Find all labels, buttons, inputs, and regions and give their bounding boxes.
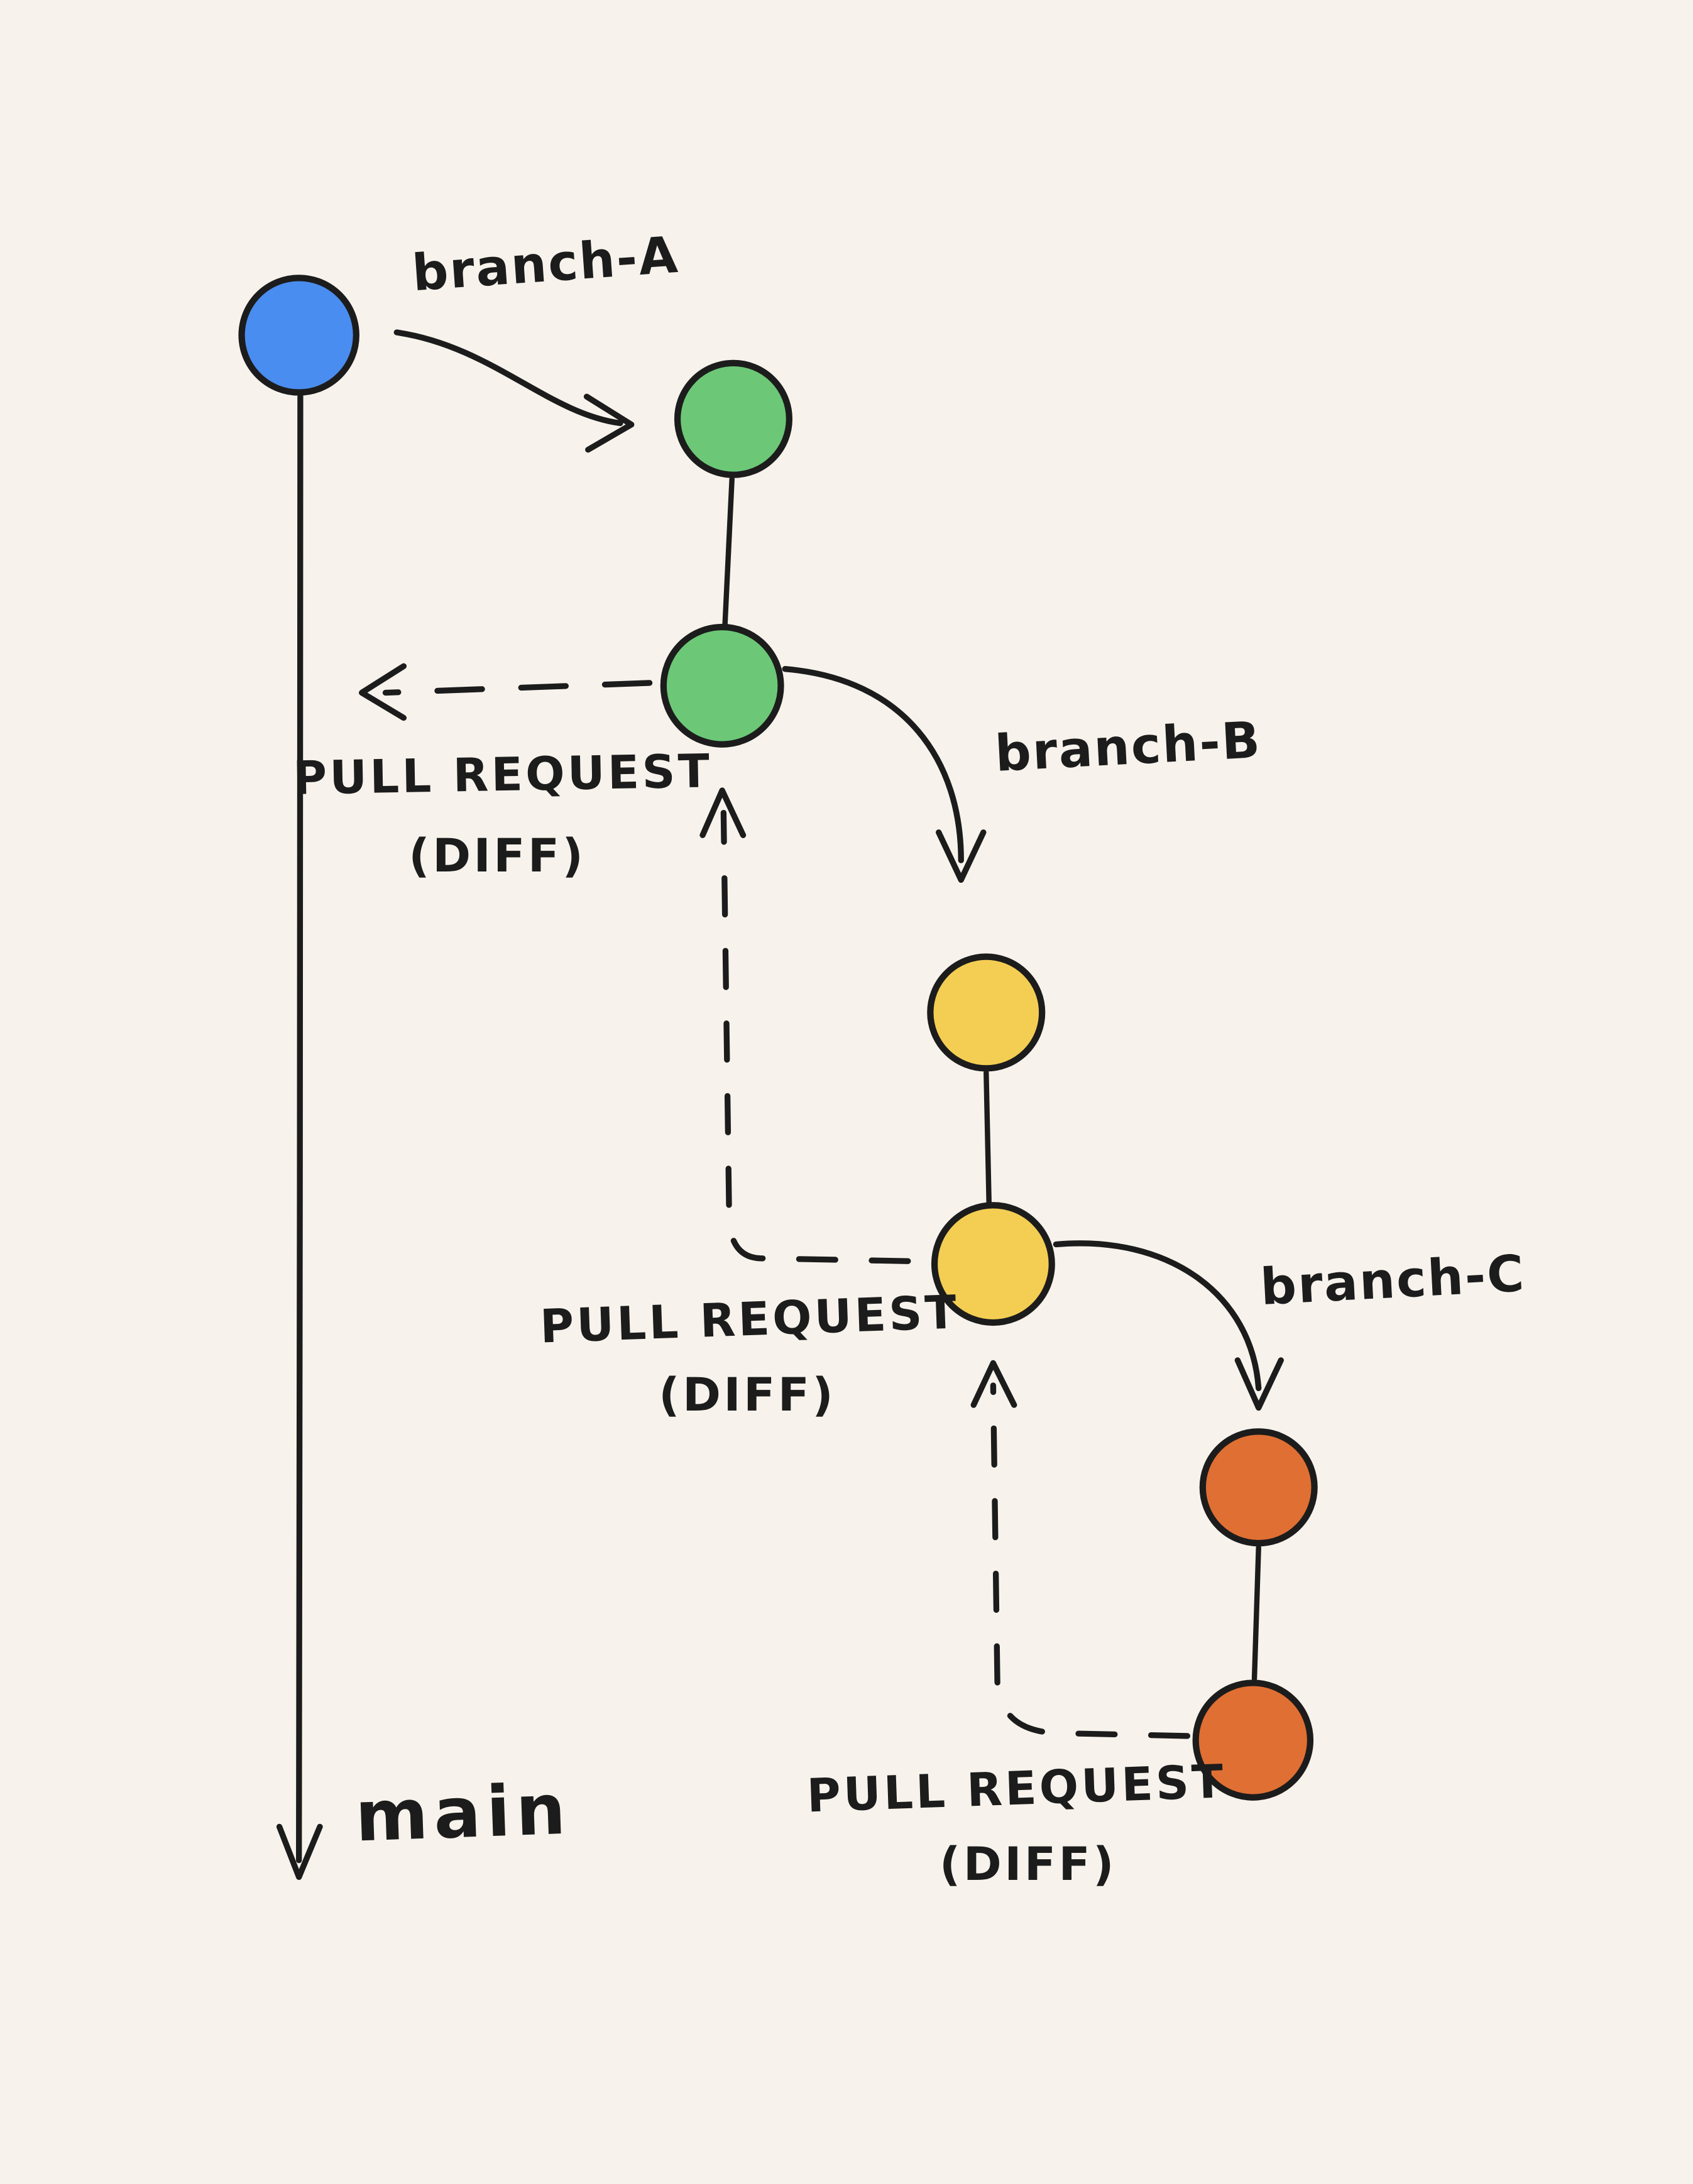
branch-a-arrow-head-icon bbox=[583, 393, 635, 453]
pull-request-c-label: PULL REQUEST bbox=[806, 1755, 1227, 1823]
pull-request-a-label: PULL REQUEST bbox=[293, 745, 713, 805]
branch-b-label: branch-B bbox=[994, 711, 1263, 783]
commit-node-branch-b-1 bbox=[927, 953, 1046, 1072]
branch-a: branch-A bbox=[393, 226, 792, 748]
branch-b: branch-B bbox=[782, 666, 1263, 1326]
branch-b-arrow-head-icon bbox=[936, 829, 987, 883]
main-branch-line bbox=[296, 393, 304, 1864]
pull-request-a: PULL REQUEST (DIFF) bbox=[293, 663, 713, 883]
branch-c-commit-link bbox=[1251, 1544, 1261, 1681]
commit-node-main-1 bbox=[238, 275, 359, 396]
branch-c-arrow bbox=[1053, 1240, 1262, 1392]
pull-request-c: PULL REQUEST (DIFF) bbox=[806, 1360, 1227, 1891]
pull-request-b-dashed-line bbox=[720, 809, 911, 1264]
branch-c-arrow-head-icon bbox=[1234, 1357, 1284, 1411]
pull-request-a-diff-label: (DIFF) bbox=[408, 829, 586, 883]
pull-request-b-label: PULL REQUEST bbox=[539, 1286, 960, 1353]
branch-a-arrow bbox=[393, 329, 623, 427]
commit-node-branch-a-2 bbox=[660, 623, 784, 748]
pull-request-b: PULL REQUEST (DIFF) bbox=[539, 787, 960, 1422]
commit-node-branch-c-1 bbox=[1199, 1428, 1318, 1547]
branch-a-label: branch-A bbox=[410, 226, 681, 302]
main-branch-arrow-head-icon bbox=[276, 1823, 323, 1881]
pull-request-c-dashed-line bbox=[990, 1382, 1191, 1739]
pull-request-b-arrow-head-icon bbox=[699, 787, 747, 838]
branch-c-label: branch-C bbox=[1259, 1244, 1526, 1316]
branch-a-commit-link bbox=[722, 476, 735, 627]
pull-request-b-diff-label: (DIFF) bbox=[659, 1368, 836, 1422]
branch-b-commit-link bbox=[983, 1069, 992, 1206]
pull-request-c-arrow-head-icon bbox=[970, 1360, 1017, 1408]
branch-b-arrow bbox=[782, 666, 964, 863]
pull-request-c-diff-label: (DIFF) bbox=[940, 1838, 1117, 1891]
commit-node-branch-b-2 bbox=[931, 1202, 1055, 1326]
main-branch-label: main bbox=[354, 1769, 573, 1858]
branch-c: branch-C bbox=[1053, 1240, 1526, 1801]
commit-node-branch-c-2 bbox=[1192, 1679, 1314, 1801]
main-branch: main bbox=[238, 275, 573, 1881]
commit-node-branch-a-1 bbox=[674, 359, 792, 478]
pull-request-a-arrow-head-icon bbox=[359, 663, 407, 721]
pull-request-a-dashed-line bbox=[382, 680, 653, 696]
